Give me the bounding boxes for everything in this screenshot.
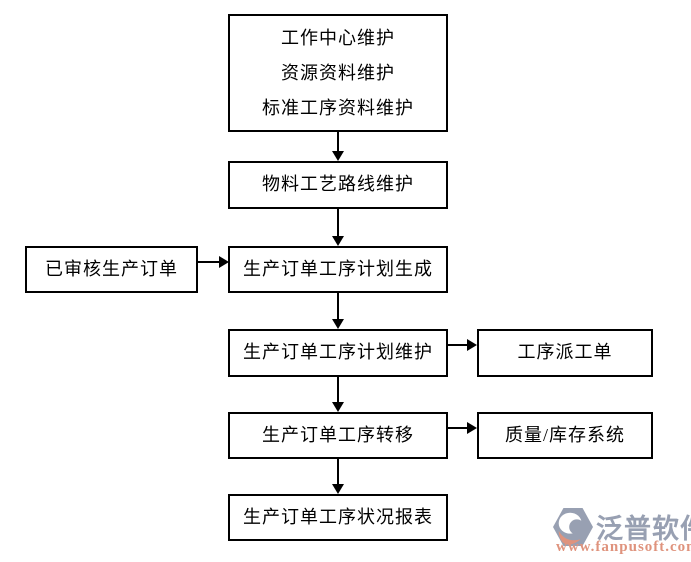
node-approved-order-label: 已审核生产订单 xyxy=(45,258,178,279)
connector-generation-to-maintenance xyxy=(337,293,339,320)
node-dispatch-order-label: 工序派工单 xyxy=(517,342,613,363)
node-plan-maintenance-label: 生产订单工序计划维护 xyxy=(243,342,433,363)
arrowhead-down-icon xyxy=(332,151,344,161)
arrowhead-down-icon xyxy=(332,402,344,412)
brand-name: 泛普软件 xyxy=(596,514,691,544)
arrowhead-right-icon xyxy=(467,422,477,434)
connector-maintenance-to-transfer xyxy=(337,377,339,403)
arrowhead-right-icon xyxy=(467,339,477,351)
node-process-plan-maintenance: 生产订单工序计划维护 xyxy=(228,329,448,377)
node-material-routing-label: 物料工艺路线维护 xyxy=(262,174,414,195)
node-material-routing-maintenance: 物料工艺路线维护 xyxy=(228,161,448,209)
connector-transfer-to-report xyxy=(337,459,339,485)
node-quality-inventory-system: 质量/库存系统 xyxy=(477,412,653,459)
node-process-transfer: 生产订单工序转移 xyxy=(228,412,448,459)
node-master-line-1: 工作中心维护 xyxy=(281,27,395,48)
node-process-status-report: 生产订单工序状况报表 xyxy=(228,494,448,541)
node-quality-inventory-label: 质量/库存系统 xyxy=(504,424,625,445)
node-master-line-2: 资源资料维护 xyxy=(281,62,395,83)
arrowhead-down-icon xyxy=(332,484,344,494)
arrowhead-down-icon xyxy=(332,236,344,246)
logo-hexagon-icon xyxy=(553,507,593,547)
arrowhead-right-icon xyxy=(219,256,229,268)
brand-logo: 泛普软件 www.fanpusoft.com xyxy=(550,503,691,560)
connector-approved-to-generation xyxy=(198,261,220,263)
node-plan-generation-label: 生产订单工序计划生成 xyxy=(243,258,433,279)
connector-transfer-to-quality xyxy=(448,427,468,429)
connector-maintenance-to-dispatch xyxy=(448,344,468,346)
arrowhead-down-icon xyxy=(332,319,344,329)
node-process-transfer-label: 生产订单工序转移 xyxy=(262,424,414,445)
connector-master-to-routing xyxy=(337,132,339,152)
node-approved-production-order: 已审核生产订单 xyxy=(25,246,198,293)
node-process-dispatch-order: 工序派工单 xyxy=(477,329,653,377)
connector-routing-to-generation xyxy=(337,209,339,237)
brand-url: www.fanpusoft.com xyxy=(556,539,691,555)
node-status-report-label: 生产订单工序状况报表 xyxy=(243,506,433,527)
node-master-line-3: 标准工序资料维护 xyxy=(262,97,414,118)
node-master-data-maintenance: 工作中心维护 资源资料维护 标准工序资料维护 xyxy=(228,14,448,132)
node-process-plan-generation: 生产订单工序计划生成 xyxy=(228,246,448,293)
